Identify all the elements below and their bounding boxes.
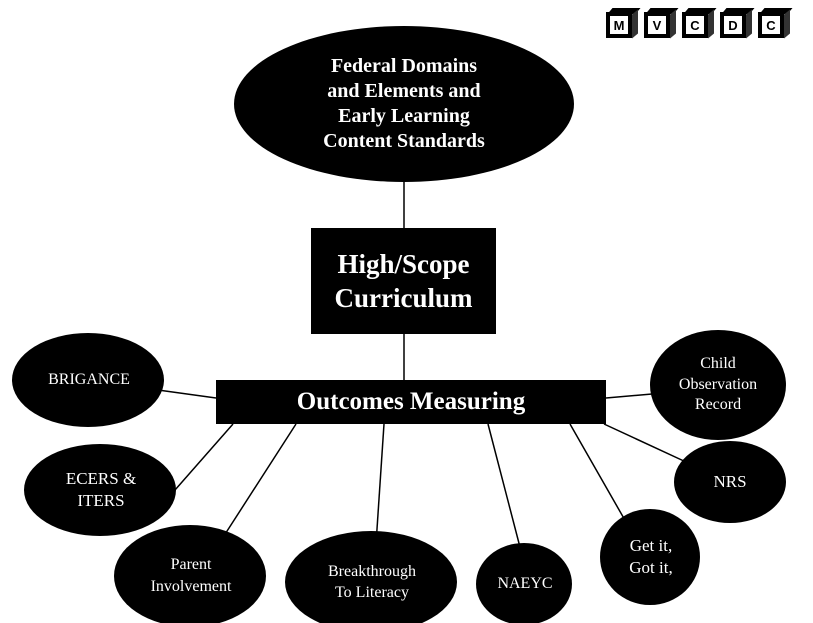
node-child-observation-record [650,330,786,440]
node-breakthrough-to-literacy [285,531,457,623]
logo-block-m: M [606,8,641,40]
federal-domains-label: Federal Domains and Elements and Early L… [323,55,485,152]
logo-block-v: V [644,8,679,40]
node-get-it-got-it [600,509,700,605]
connector-ecers [174,423,234,491]
connector-naeyc [487,423,522,552]
logo-letter: C [686,16,704,34]
child-observation-record-label: Child Observation Record [678,354,758,414]
connector-nrs [603,423,687,463]
get-it-got-it-label: Get it, Got it, [629,535,673,577]
connector-parent [219,423,297,543]
logo-block-c2: C [758,8,793,40]
outcomes-measuring-label: Outcomes Measuring [296,388,526,415]
logo-block-d: D [720,8,755,40]
ecers-iters-label: ECERS & ITERS [65,468,137,510]
logo-letter: V [648,16,666,34]
connector-breakthrough [375,423,385,545]
connector-brigance [157,389,217,399]
mvcdc-logo: M V C D C [606,8,793,40]
node-federal-domains [234,26,574,182]
high-scope-curriculum-label: High/Scope Curriculum [334,249,473,313]
node-high-scope-curriculum [311,228,496,334]
node-parent-involvement [114,525,266,623]
parent-involvement-label: Parent Involvement [150,556,232,595]
node-outcomes-measuring [216,380,606,424]
logo-letter: C [762,16,780,34]
brigance-label: BRIGANCE [48,371,130,388]
node-naeyc [476,543,572,623]
connector-cor [605,393,653,399]
node-nrs [674,441,786,523]
logo-block-c: C [682,8,717,40]
node-brigance [12,333,164,427]
node-ecers-iters [24,444,176,536]
naeyc-label: NAEYC [497,575,553,592]
nrs-label: NRS [713,472,747,491]
breakthrough-to-literacy-label: Breakthrough To Literacy [328,563,416,601]
logo-letter: M [610,16,628,34]
logo-letter: D [724,16,742,34]
